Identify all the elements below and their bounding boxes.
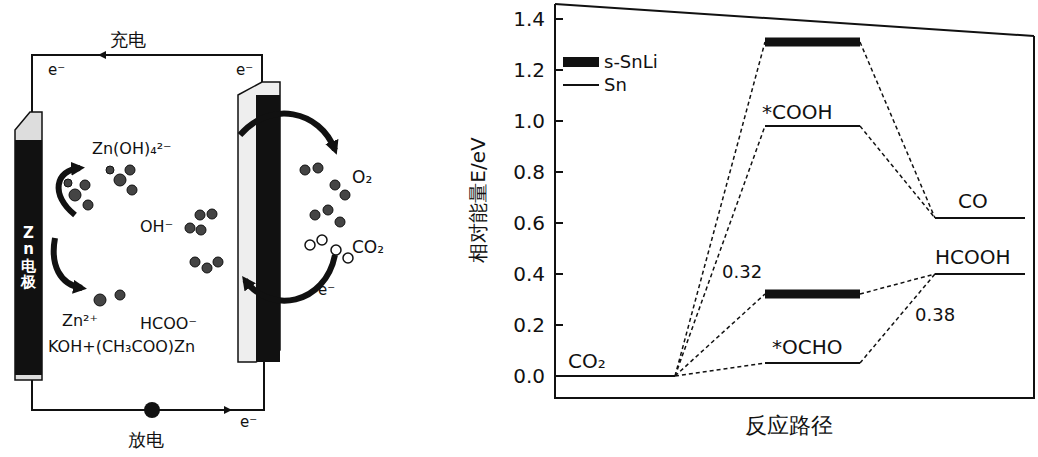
tick-label: 1.4 bbox=[513, 8, 545, 30]
molecule bbox=[305, 235, 353, 263]
legend-sample bbox=[563, 84, 599, 86]
tick-label: 0.8 bbox=[513, 161, 545, 183]
species-label: *OCHO bbox=[772, 336, 843, 358]
electrode-plate bbox=[238, 82, 280, 362]
electron: e⁻ bbox=[240, 414, 257, 431]
legend-sample bbox=[563, 57, 599, 67]
energy-value: 0.38 bbox=[915, 305, 955, 325]
wire-label: 充电 bbox=[110, 30, 146, 50]
axis-title: 反应路径 bbox=[745, 414, 833, 438]
cycle-arrow bbox=[54, 114, 335, 301]
tick-label: 0.6 bbox=[513, 212, 545, 234]
tick-label: 0.0 bbox=[513, 365, 545, 387]
electrode-box: Zn电极 bbox=[15, 140, 42, 375]
arrow bbox=[190, 409, 230, 411]
tick-label: 0.2 bbox=[513, 314, 545, 336]
tick-label: 1.0 bbox=[513, 110, 545, 132]
ion-label: OH⁻ bbox=[140, 218, 173, 236]
species-label: *COOH bbox=[762, 101, 833, 123]
legend-text: s-SnLi bbox=[604, 52, 658, 72]
electron: e⁻ bbox=[48, 62, 65, 79]
wire bbox=[32, 55, 264, 410]
wire-label: 放电 bbox=[128, 430, 164, 450]
electron: e⁻ bbox=[318, 282, 335, 299]
species-label: HCOOH bbox=[935, 246, 1011, 268]
molecule bbox=[64, 163, 350, 306]
arrow bbox=[100, 54, 140, 56]
path-line bbox=[675, 42, 935, 376]
ion-label: Zn²⁺ bbox=[62, 312, 98, 330]
axis-title: 相对能量E/eV bbox=[467, 137, 489, 262]
species-label: CO₂ bbox=[568, 350, 606, 372]
electrolyte-label: KOH+(CH₃COO)Zn bbox=[48, 338, 195, 356]
ion-label: HCOO⁻ bbox=[140, 315, 197, 333]
energy-value: 0.32 bbox=[722, 262, 762, 282]
energy-level bbox=[765, 42, 860, 294]
electron: e⁻ bbox=[236, 62, 253, 79]
energy-level bbox=[560, 126, 1025, 376]
species-label: CO bbox=[958, 190, 988, 212]
tick-label: 1.2 bbox=[513, 59, 545, 81]
ion-label: Zn(OH)₄²⁻ bbox=[92, 140, 171, 158]
tick-label: 0.4 bbox=[513, 263, 545, 285]
electrode bbox=[256, 95, 280, 362]
load bbox=[144, 402, 160, 418]
molecule-label: O₂ bbox=[352, 168, 372, 187]
legend-text: Sn bbox=[604, 75, 627, 95]
electrode-plate bbox=[15, 112, 42, 380]
molecule-label: CO₂ bbox=[352, 238, 384, 257]
electrode-label: Zn电极 bbox=[21, 225, 36, 291]
chart-axis bbox=[555, 4, 1034, 398]
